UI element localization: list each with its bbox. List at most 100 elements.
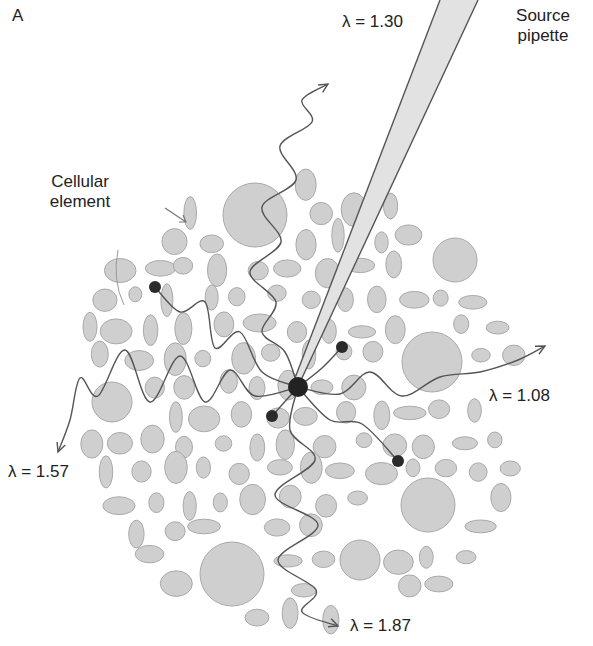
cellular-element	[412, 435, 434, 459]
cellular-element	[183, 492, 196, 521]
cellular-element	[368, 286, 387, 313]
cellular-element	[348, 491, 368, 505]
cellular-element	[282, 598, 298, 629]
cellular-element	[363, 341, 383, 362]
cellular-element	[429, 400, 450, 419]
source-point	[288, 377, 308, 397]
cellular-element	[165, 451, 188, 483]
diffusion-path	[155, 287, 298, 387]
cellular-element	[175, 313, 192, 345]
cellular-element	[184, 197, 197, 230]
cellular-element	[468, 399, 482, 423]
cellular-element	[425, 576, 453, 592]
cellular-element	[296, 230, 316, 260]
cell-label: Cellular element	[36, 172, 124, 211]
diffusion-path	[58, 350, 298, 452]
cellular-element	[81, 430, 103, 458]
cellular-element	[214, 312, 234, 337]
cellular-element	[267, 408, 290, 428]
cellular-element	[287, 322, 306, 343]
cellular-element	[229, 463, 249, 484]
cellular-element	[215, 436, 232, 451]
cellular-element	[245, 609, 269, 626]
cellular-element	[401, 478, 455, 532]
cellular-element	[472, 348, 491, 362]
cellular-element	[356, 433, 372, 448]
cellular-element	[312, 551, 335, 567]
cellular-element	[294, 407, 318, 425]
cellular-element	[143, 315, 157, 346]
cellular-element	[149, 493, 164, 513]
panel-letter: A	[10, 6, 25, 26]
cellular-element	[486, 321, 509, 334]
cellular-element	[274, 260, 301, 277]
cellular-element	[398, 575, 421, 597]
cellular-element	[261, 344, 280, 361]
cellular-element	[240, 484, 266, 514]
tortuosity-value: λ = 1.87	[348, 616, 413, 636]
cellular-element	[103, 497, 135, 515]
tortuosity-value: λ = 1.08	[487, 386, 552, 406]
cellular-element	[107, 433, 132, 455]
cellular-element	[83, 312, 97, 341]
cellular-element	[488, 432, 502, 448]
cellular-element	[220, 370, 237, 393]
cellular-element	[419, 546, 433, 568]
cellular-element	[374, 401, 390, 430]
pipette-label: Source pipette	[505, 6, 581, 45]
cellular-element	[99, 456, 112, 488]
cellular-element	[213, 493, 227, 512]
pipette-wall	[302, 0, 478, 378]
cellular-element	[469, 463, 487, 481]
cellular-element	[454, 315, 469, 334]
cellular-element	[200, 235, 224, 253]
cellular-element	[383, 434, 407, 457]
cellular-element	[295, 169, 316, 200]
cellular-element	[342, 375, 366, 400]
tortuosity-value: λ = 1.57	[6, 462, 71, 482]
cellular-element	[316, 495, 337, 518]
cellular-element	[188, 406, 219, 432]
cellular-element	[465, 520, 496, 533]
cellular-element	[170, 402, 183, 433]
cellular-element	[310, 203, 333, 225]
arrowhead	[328, 619, 338, 627]
cellular-element	[500, 461, 520, 476]
cellular-element	[365, 463, 397, 485]
cellular-element	[229, 288, 246, 306]
cellular-element	[208, 254, 227, 287]
pointer-arrow	[165, 208, 186, 222]
molecule-endpoint	[266, 410, 278, 422]
pipette-wall	[295, 0, 440, 378]
cellular-element	[250, 434, 265, 461]
cellular-element	[503, 345, 525, 365]
arrowhead	[318, 84, 328, 92]
cellular-element	[386, 251, 402, 278]
cellular-element	[267, 460, 292, 475]
cellular-element	[302, 291, 320, 308]
molecule-endpoint	[392, 455, 404, 467]
cellular-element	[145, 261, 175, 277]
arrowhead	[57, 442, 65, 452]
cellular-element	[385, 316, 405, 344]
tortuosity-value: λ = 1.30	[340, 12, 405, 32]
molecule-endpoint	[336, 341, 348, 353]
cellular-element	[279, 485, 301, 508]
diffusion-path	[250, 84, 328, 387]
cellular-element	[268, 285, 287, 301]
cell-outline-arc	[116, 250, 124, 305]
cellular-element	[135, 545, 164, 562]
cellular-element	[323, 605, 339, 634]
cellular-element	[104, 259, 136, 283]
cellular-element	[491, 483, 511, 511]
molecule-endpoint	[149, 281, 161, 293]
cellular-element	[348, 326, 375, 338]
cellular-element	[188, 519, 221, 534]
cellular-element	[223, 183, 287, 247]
pipette-body	[295, 0, 478, 378]
cellular-element	[400, 291, 430, 308]
cellular-element	[100, 319, 132, 344]
cellular-element	[406, 459, 420, 477]
cellular-element	[132, 461, 151, 482]
